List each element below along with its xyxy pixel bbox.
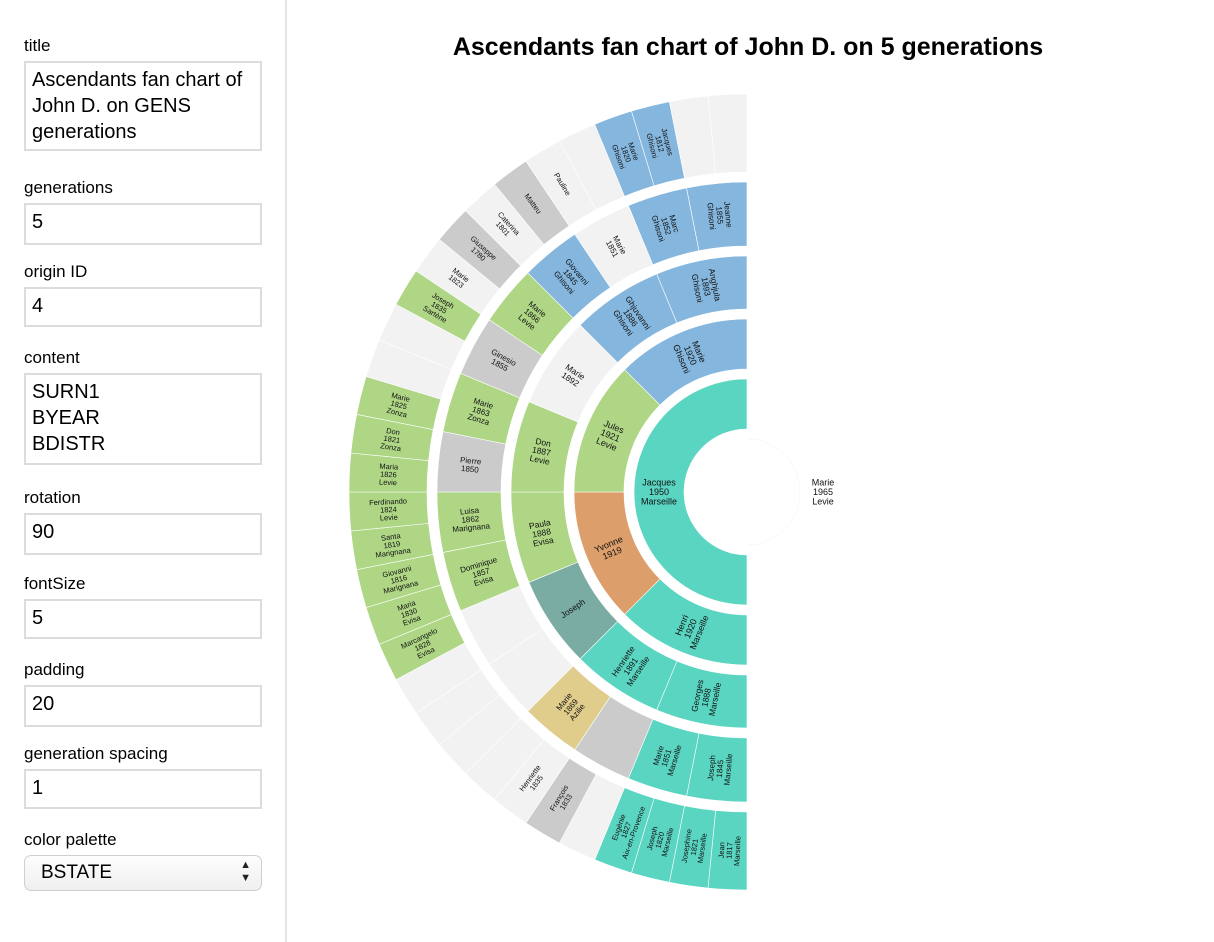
person-label: Paula1888Evisa [528,517,555,549]
person-sector[interactable] [656,255,748,324]
person-label: Pierre1850 [459,455,482,474]
rotation-setting: rotation 90 [24,488,262,555]
color-palette-select[interactable]: BSTATE ▲▼ [24,855,262,891]
person-label: Marie1863Zonza [467,396,496,427]
generations-setting: generations 5 [24,178,262,245]
color-palette-label: color palette [24,830,117,849]
padding-label: padding [24,660,85,679]
person-sector[interactable] [633,378,748,606]
origin-id-setting: origin ID 4 [24,262,262,327]
title-label: title [24,36,51,55]
select-arrows-icon: ▲▼ [240,859,251,884]
rotation-input[interactable]: 90 [24,513,262,555]
color-palette-setting: color palette BSTATE ▲▼ [24,830,262,891]
person-label: Jean1817Marseille [716,835,742,866]
person-label: Marie1866Levie [516,300,548,333]
padding-input[interactable]: 20 [24,685,262,727]
generation-spacing-setting: generation spacing 1 [24,744,262,809]
person-label: Joseph1820Marseille [644,823,675,858]
person-label: Marc1852Ghisoni [650,209,683,243]
content-input[interactable]: SURN1 BYEAR BDISTR [24,373,262,465]
chart-title: Ascendants fan chart of John D. on 5 gen… [452,33,1044,61]
fontsize-label: fontSize [24,574,86,593]
generations-label: generations [24,178,113,197]
fontsize-setting: fontSize 5 [24,574,262,639]
person-sector[interactable] [707,93,748,174]
fan-chart-area: Ascendants fan chart of John D. on 5 gen… [289,0,1214,942]
content-setting: content SURN1 BYEAR BDISTR [24,348,262,465]
generation-spacing-label: generation spacing [24,744,168,763]
person-sector[interactable] [686,181,748,252]
padding-setting: padding 20 [24,660,262,727]
title-input[interactable]: Ascendants fan chart of John D. on GENS … [24,61,262,151]
person-label: Ferdinando1824Levie [369,496,408,523]
person-label: Josephine1821Marseille [680,828,710,865]
origin-id-input[interactable]: 4 [24,287,262,327]
color-palette-value: BSTATE [41,862,113,883]
content-label: content [24,348,80,367]
fontsize-input[interactable]: 5 [24,599,262,639]
center-hole [694,439,800,545]
person-label: Maria1830Evisa [396,598,423,628]
generations-input[interactable]: 5 [24,203,262,245]
person-label: Georges1888Marseille [689,678,723,717]
person-label: Don1887Levie [529,435,555,466]
title-setting: title Ascendants fan chart of John D. on… [24,36,262,151]
origin-id-label: origin ID [24,262,88,281]
person-label: Maria1826Levie [378,462,399,488]
person-label: Don1821Zonza [380,426,405,454]
rotation-label: rotation [24,488,81,507]
settings-sidebar: title Ascendants fan chart of John D. on… [0,0,287,942]
person-label: Joseph1845Marseille [706,751,735,786]
generation-spacing-input[interactable]: 1 [24,769,262,809]
person-label: Jeanne1855Ghisoni [705,201,733,231]
person-label: Luisa1862Marignana [450,505,491,534]
person-sector[interactable] [624,318,748,406]
